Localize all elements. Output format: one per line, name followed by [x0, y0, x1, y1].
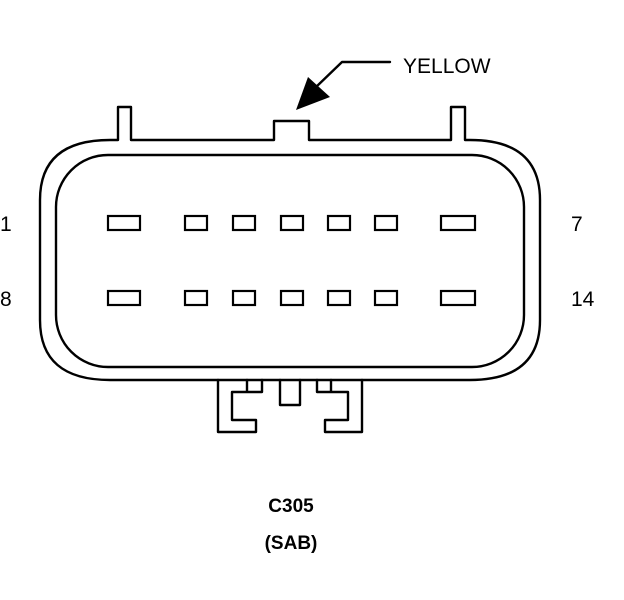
pin-label-7: 7: [571, 213, 583, 236]
pin-cavity: [373, 214, 399, 232]
pin-cavity: [106, 214, 142, 232]
pin-cavity: [183, 214, 209, 232]
pin-cavity: [439, 214, 477, 232]
pin-label-1: 1: [0, 213, 12, 236]
lock-tab: [216, 378, 364, 434]
pin-cavity: [439, 289, 477, 307]
color-callout: YELLOW: [296, 55, 491, 110]
leader-line: [313, 60, 392, 90]
connector-id: C305: [268, 496, 314, 517]
pin-cavity: [373, 289, 399, 307]
pin-cavity: [231, 214, 257, 232]
connector-subtitle: (SAB): [265, 533, 318, 554]
pin-cavity: [326, 214, 352, 232]
color-label: YELLOW: [403, 55, 491, 78]
pin-row-lower: [106, 289, 477, 307]
pin-cavity: [279, 289, 305, 307]
connector-housing: [38, 105, 542, 434]
leader-arrowhead: [296, 77, 330, 110]
pin-cavity: [326, 289, 352, 307]
outer-shell: [38, 105, 542, 382]
pin-cavity: [106, 289, 142, 307]
pin-cavity: [231, 289, 257, 307]
pin-label-8: 8: [0, 288, 12, 311]
pin-label-14: 14: [571, 288, 595, 311]
inner-face: [54, 153, 526, 369]
pin-row-upper: [106, 214, 477, 232]
pin-cavity: [183, 289, 209, 307]
pin-cavity: [279, 214, 305, 232]
